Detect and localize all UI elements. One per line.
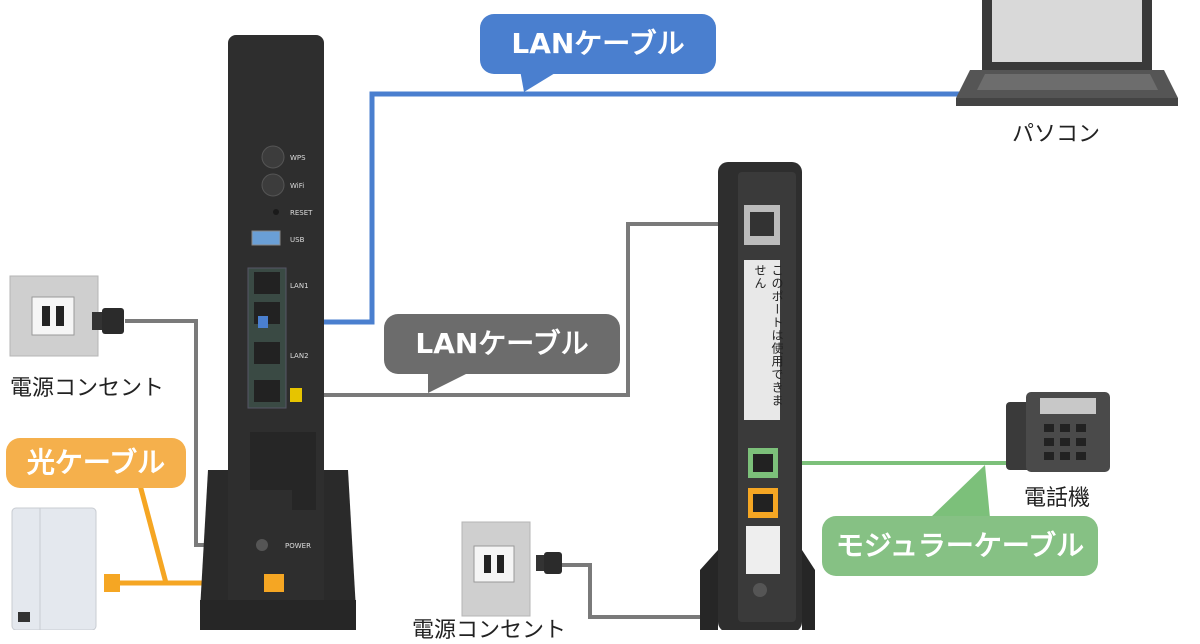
onu-port-label-plate — [744, 260, 780, 420]
wps-button-icon — [261, 145, 285, 169]
laptop-icon — [956, 0, 1178, 106]
outlet-left-label: 電源コンセント — [10, 376, 165, 401]
lan1-port-icon — [254, 272, 280, 294]
fiber-port-icon — [264, 574, 284, 592]
onu-device — [700, 162, 815, 630]
reset-label: RESET — [290, 209, 313, 217]
pc-label: パソコン — [1012, 122, 1101, 147]
lan-top-callout-pointer — [520, 70, 560, 92]
lan-mid-callout-pointer — [428, 372, 470, 393]
phone-label: 電話機 — [1024, 486, 1091, 511]
wps-label: WPS — [290, 154, 306, 162]
reset-hole-icon — [273, 209, 279, 215]
lan-mid-callout: LANケーブル — [384, 314, 620, 374]
fiber-wall-box-icon — [11, 507, 120, 630]
lan-top-callout: LANケーブル — [480, 14, 716, 74]
wifi-button-icon — [261, 173, 285, 197]
router: WPS WiFi RESET USB LAN1 LAN2 POWER — [200, 35, 356, 630]
lan-cable-gray — [268, 222, 752, 397]
usb-port-icon — [251, 230, 281, 246]
fiber-callout-pointer — [137, 484, 169, 584]
fiber-callout: 光ケーブル — [6, 438, 186, 488]
usb-label: USB — [290, 236, 305, 244]
lan2-label: LAN2 — [290, 352, 309, 360]
telephone-icon — [1006, 392, 1110, 472]
onu-port-label-text: このポートは使用できません — [753, 264, 784, 407]
lan1-label: LAN1 — [290, 282, 309, 290]
lan2-port-icon — [254, 380, 280, 402]
power-label: POWER — [285, 542, 311, 550]
wifi-label: WiFi — [290, 182, 304, 190]
outlet-bottom-icon — [461, 521, 562, 617]
modular-callout-pointer — [930, 465, 990, 518]
outlet-bottom-label: 電源コンセント — [412, 618, 567, 643]
outlet-left-icon — [9, 275, 124, 357]
power-jack-icon — [256, 539, 268, 551]
network-connection-diagram: WPS WiFi RESET USB LAN1 LAN2 POWER — [9, 0, 1178, 630]
modular-callout: モジュラーケーブル — [822, 516, 1098, 576]
lan-cable-blue — [262, 91, 975, 325]
